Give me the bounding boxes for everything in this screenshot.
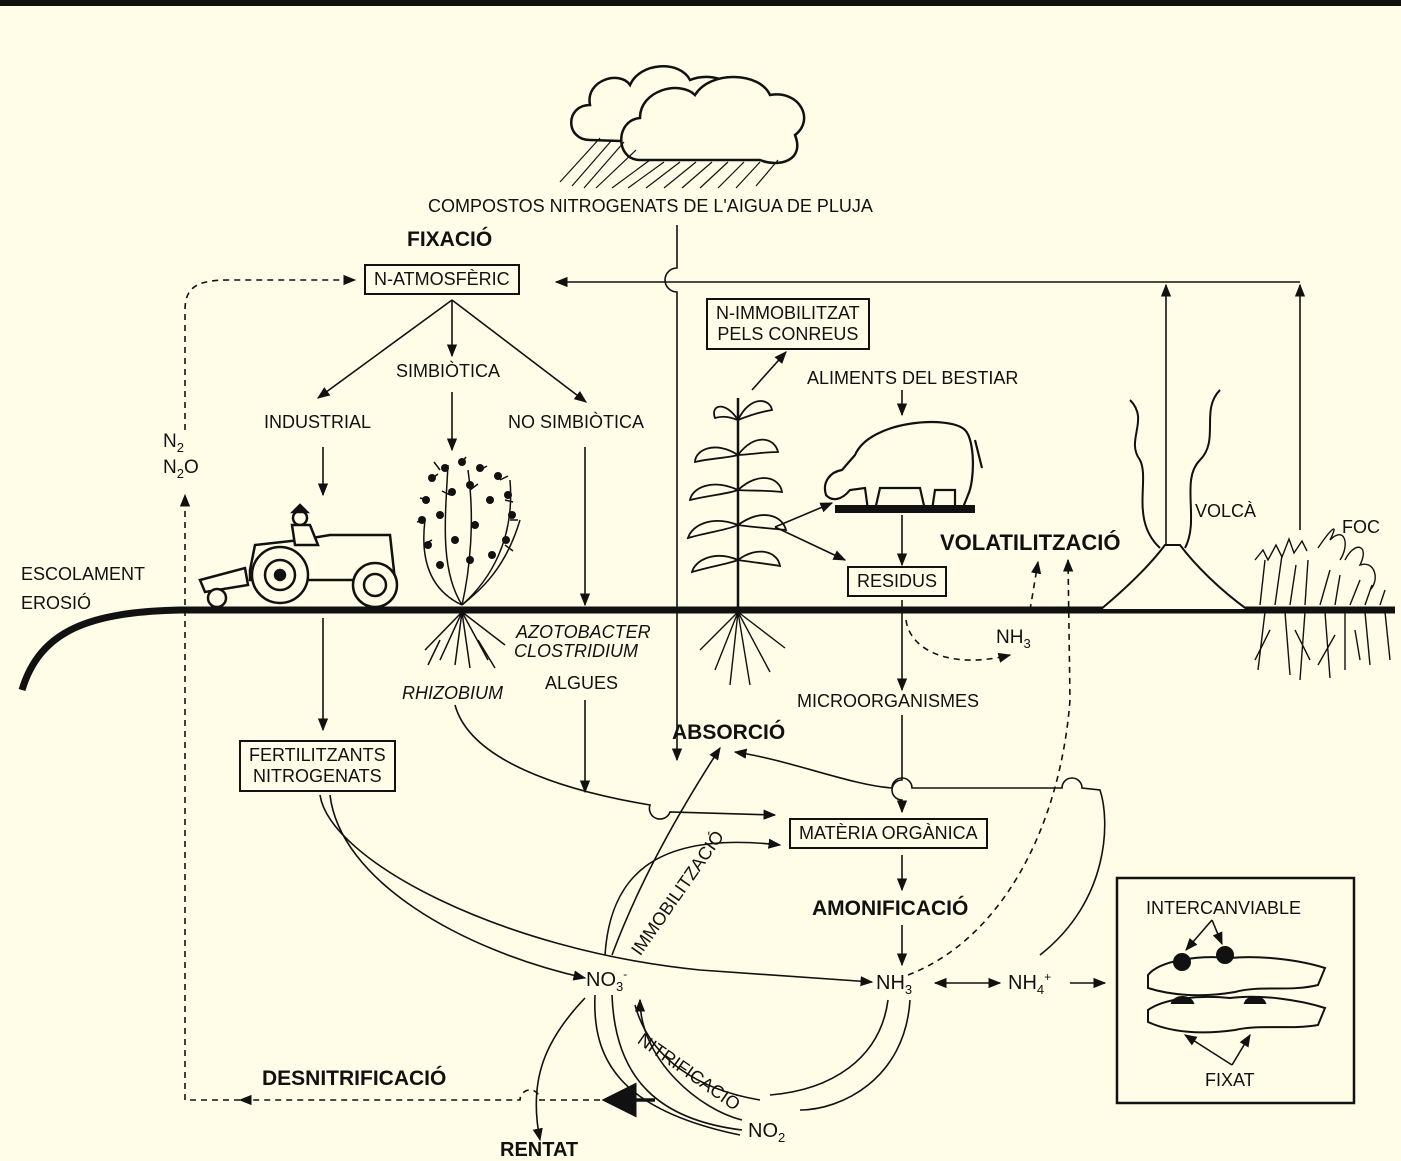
no2-label: NO2	[748, 1120, 786, 1145]
n2-label: N2	[163, 431, 184, 455]
absorption-label: ABSORCIÓ	[672, 721, 786, 744]
exchangeable-arrow-left	[1185, 919, 1213, 951]
denitrification-label: DESNITRIFICACIÓ	[262, 1067, 447, 1090]
leaching-label: RENTAT	[500, 1139, 579, 1161]
rhizobium-label: RHIZOBIUM	[402, 683, 503, 703]
azotobacter-label: AZOTOBACTER	[516, 622, 651, 642]
n-immobilized-label-1: N-IMMOBILITZAT	[716, 303, 860, 323]
volcano-label: VOLCÀ	[1195, 501, 1257, 521]
non-symbiotic-label: NO SIMBIÒTICA	[508, 412, 645, 432]
rhizobium-to-organic-matter-arrow	[454, 704, 777, 820]
no3-to-absorption-arrow	[611, 746, 721, 956]
fertilizer-to-nh3-arrow	[319, 794, 874, 987]
n2o-label: N2O	[163, 457, 199, 481]
fixed-arrow-left	[1183, 1034, 1233, 1066]
surface-to-volatilization-dashed-arrow	[1029, 560, 1042, 611]
denitrification-up-dashed-arrow	[179, 493, 240, 1101]
nh4-label: NH4+	[1008, 970, 1052, 997]
ground-line	[18, 606, 1395, 692]
erosion-label: EROSIÓ	[21, 593, 92, 613]
residues-label: RESIDUS	[857, 571, 938, 591]
fire-label: FOC	[1342, 517, 1380, 537]
residues-nh3-dashed-arrow	[905, 619, 1012, 663]
legume-plant-icon	[416, 456, 521, 669]
no3-to-leaching-arrow	[532, 997, 586, 1142]
nh3-surface-label: NH3	[996, 627, 1031, 651]
clay-layers-icon	[1147, 946, 1327, 1034]
nitrification-inner-path	[769, 999, 889, 1096]
exchangeable-label: INTERCANVIABLE	[1146, 898, 1302, 918]
nitrification-loop-path	[634, 1004, 761, 1101]
fertilizers-box: FERTILITZANTS NITROGENATS	[239, 740, 396, 792]
no2-to-no3-arrow	[634, 998, 743, 1121]
corn-to-cow-arrow	[774, 502, 834, 528]
nh3-to-volatilization-dashed-arrow	[907, 558, 1074, 976]
clay-minerals-box	[1115, 876, 1356, 1105]
n-immobilized-label-2: PELS CONREUS	[717, 324, 859, 344]
no3-loop-outer-path	[594, 994, 741, 1136]
n-atmospheric-label: N-ATMOSFÈRIC	[374, 269, 510, 289]
n-immobilized-box: N-IMMOBILITZAT PELS CONREUS	[706, 298, 870, 350]
fire-plants-icon	[1254, 528, 1391, 681]
volatilization-label: VOLATILITZACIÓ	[940, 530, 1121, 555]
runoff-label: ESCOLAMENT	[21, 564, 146, 584]
to-industrial-arrow	[316, 299, 453, 399]
algae-label: ALGUES	[545, 673, 619, 693]
corn-to-residues-arrow	[774, 526, 847, 561]
rain-to-absorption-arrow	[664, 225, 683, 762]
top-border	[0, 0, 1401, 6]
no3-label: NO3-	[586, 967, 628, 994]
exchangeable-arrow-right	[1211, 919, 1223, 946]
to-nonsymbiotic-arrow	[451, 299, 588, 403]
immobilization-arrow	[604, 838, 782, 956]
fixation-label: FIXACIÓ	[407, 228, 493, 251]
microorganisms-label: MICROORGANISMES	[797, 691, 980, 711]
no2-to-no3-inner-path	[611, 994, 743, 1131]
fixed-arrow-right	[1231, 1033, 1251, 1066]
organic-matter-label: MATÈRIA ORGÀNICA	[799, 823, 978, 843]
ammonification-label: AMONIFICACIÓ	[812, 897, 969, 920]
corn-to-immobilized-arrow	[751, 351, 787, 391]
fertilizers-label-1: FERTILITZANTS	[249, 745, 386, 765]
denitrification-dashed-arrow	[238, 1089, 600, 1106]
nitrification-outer-path	[799, 999, 911, 1111]
corn-plant-icon	[686, 398, 788, 686]
fertilizers-label-2: NITROGENATS	[253, 766, 382, 786]
nh4-to-absorption-arrow	[733, 748, 1106, 956]
cow-icon	[823, 420, 984, 513]
fertilizer-to-no3-arrow	[329, 794, 587, 981]
volcano-icon	[1097, 389, 1252, 611]
fixed-label: FIXAT	[1205, 1070, 1255, 1090]
livestock-food-label: ALIMENTS DEL BESTIAR	[807, 368, 1019, 388]
rain-compounds-label: COMPOSTOS NITROGENATS DE L'AIGUA DE PLUJ…	[428, 196, 873, 216]
nh3-label: NH3	[876, 972, 913, 997]
microorganisms-to-organic-matter-arrow	[891, 715, 908, 814]
residues-box: RESIDUS	[847, 566, 948, 597]
rain-cloud-icon	[570, 65, 806, 165]
clostridium-label: CLOSTRIDIUM	[514, 641, 639, 661]
n-atmospheric-box: N-ATMOSFÈRIC	[364, 264, 520, 295]
symbiotic-label: SIMBIÒTICA	[396, 361, 501, 381]
n2-to-atmosphere-dashed-arrow	[184, 274, 357, 430]
rain-lines	[559, 137, 779, 189]
organic-matter-box: MATÈRIA ORGÀNICA	[789, 818, 988, 849]
tractor-icon	[198, 503, 399, 609]
industrial-label: INDUSTRIAL	[264, 412, 372, 432]
